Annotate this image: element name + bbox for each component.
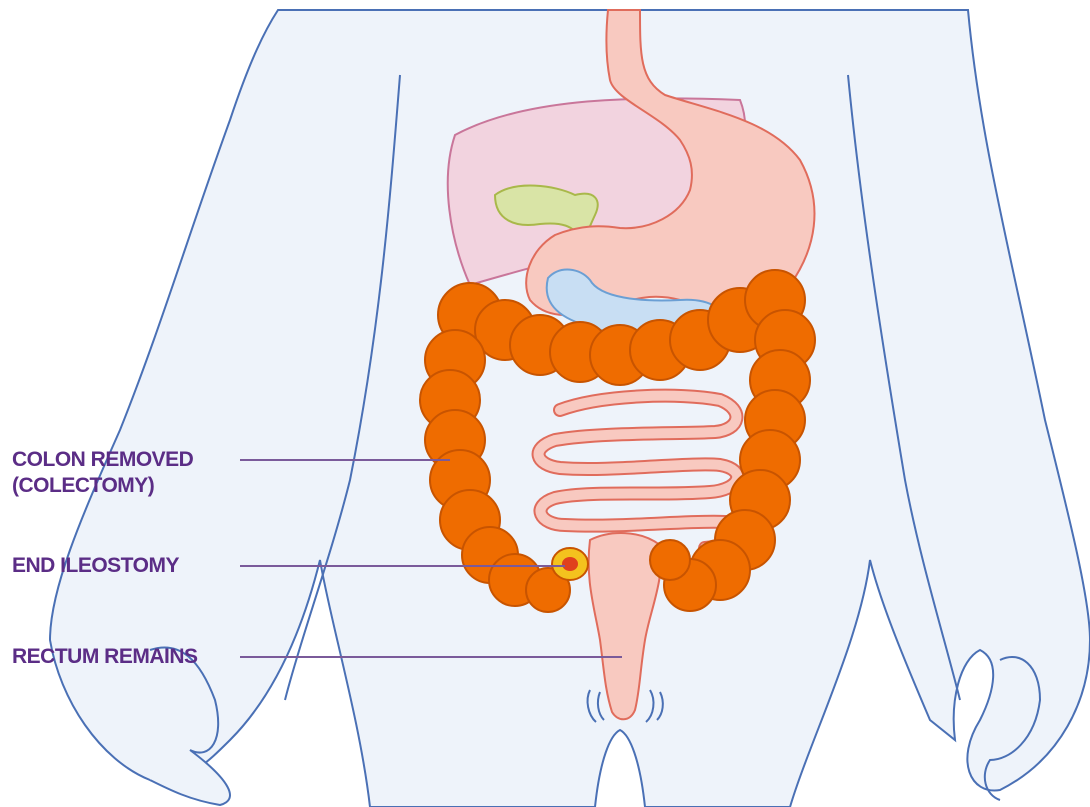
colon-removed-label-line2: (COLECTOMY) <box>12 473 193 499</box>
end-ileostomy-label: END ILEOSTOMY <box>12 553 179 579</box>
rectum-remains-label: RECTUM REMAINS <box>12 644 198 670</box>
colon-removed-label: COLON REMOVED (COLECTOMY) <box>12 447 193 499</box>
stoma <box>552 548 588 580</box>
end-ileostomy-label-text: END ILEOSTOMY <box>12 554 179 577</box>
rectum-remains-label-text: RECTUM REMAINS <box>12 645 198 668</box>
colon-removed-label-line1: COLON REMOVED <box>12 447 193 473</box>
